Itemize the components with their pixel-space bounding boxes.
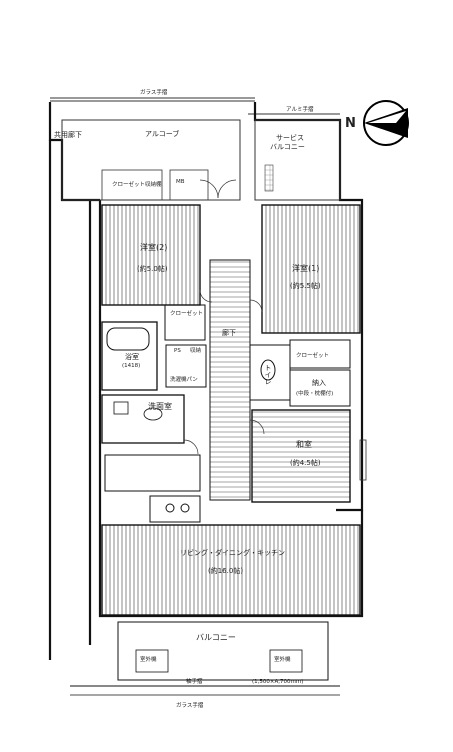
- bathroom-block: [101, 321, 185, 444]
- railing-bottom-label: 袖手摺: [186, 679, 203, 685]
- storage-label: 納入: [312, 379, 326, 387]
- western-room-2: [101, 204, 201, 306]
- washroom-label: 洗面室: [148, 402, 172, 411]
- western-room-1-name: 洋室(1): [292, 264, 320, 273]
- laundry-pan-label: 洗濯機パン: [170, 377, 198, 383]
- toilet-label: トイレ: [264, 364, 272, 385]
- western-room-2-name: 洋室(2): [140, 243, 168, 252]
- corridor-label: 廊下: [222, 329, 236, 337]
- closet-shelf-label: クローゼット収納棚: [112, 182, 162, 188]
- closet-1-label: クローゼット: [170, 311, 204, 317]
- kitchen: [104, 454, 201, 523]
- mb-label: MB: [176, 179, 185, 185]
- western-room-1: [261, 204, 361, 334]
- service-balcony-l2: バルコニー: [270, 143, 305, 151]
- north-compass: [363, 100, 409, 146]
- common-corridor-label: 共用廊下: [54, 131, 82, 139]
- bathroom-name: 浴室: [125, 353, 139, 361]
- western-room-2-size: (約5.0帖): [137, 265, 168, 273]
- glass-railing-top-label: ガラス手摺: [140, 90, 168, 96]
- door-swings: [183, 179, 265, 455]
- side-window: [359, 439, 367, 481]
- aircon-right-label: 室外機: [274, 657, 291, 663]
- ldk-name: リビング・ダイニング・キッチン: [180, 549, 285, 557]
- service-balcony-l1: サービス: [276, 134, 304, 142]
- japanese-room: [251, 409, 351, 503]
- balcony-area: [70, 621, 340, 696]
- top-railings: [50, 97, 340, 115]
- glass-railing-bottom-label: ガラス手摺: [176, 703, 204, 709]
- aluminum-railing-label: アルミ手摺: [286, 107, 314, 113]
- alcove-label: アルコーブ: [145, 130, 180, 138]
- ps-label: PS: [174, 348, 181, 354]
- corridor-area: [209, 259, 251, 501]
- closet-2-label: クローゼット: [296, 353, 330, 359]
- japanese-room-size: (約4.5帖): [290, 459, 321, 467]
- north-label: N: [345, 116, 356, 131]
- ldk-room: [101, 524, 361, 616]
- bottom-note-label: (1,500×A,700mm): [252, 679, 304, 685]
- balcony-label: バルコニー: [196, 633, 236, 642]
- wc-store-label: 収納: [190, 348, 202, 354]
- toilet-storage: [249, 344, 351, 407]
- ldk-size: (約16.0帖): [208, 567, 244, 575]
- alcove-area: [61, 119, 341, 201]
- western-room-1-size: (約5.5帖): [290, 282, 321, 290]
- japanese-room-name: 和室: [296, 440, 312, 449]
- aircon-left-label: 室外機: [140, 657, 157, 663]
- storage-sub-label: (中段・枕棚付): [296, 391, 334, 397]
- bathroom-size: (1418): [122, 363, 141, 369]
